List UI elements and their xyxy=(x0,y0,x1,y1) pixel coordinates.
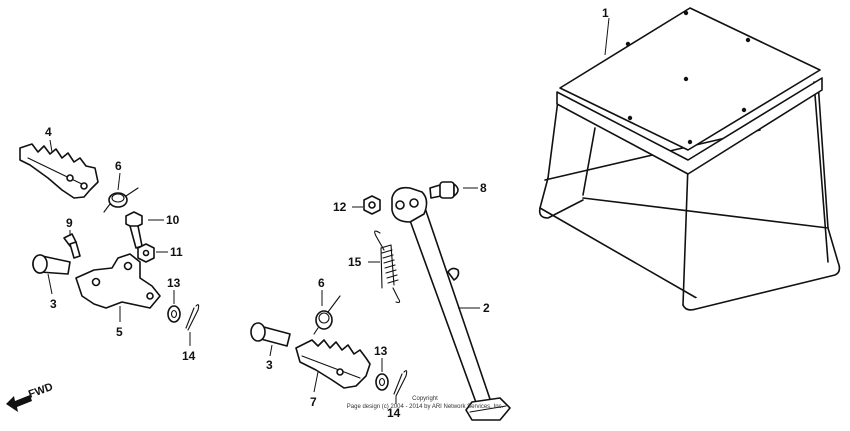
part-nut xyxy=(363,195,381,215)
forward-arrow-icon xyxy=(6,395,32,412)
callout-11: 11 xyxy=(170,245,183,259)
part-side-stand xyxy=(391,186,511,421)
callout-6a: 6 xyxy=(115,159,122,173)
callout-2: 2 xyxy=(483,301,490,315)
part-spring xyxy=(374,230,401,304)
part-pin-lower xyxy=(250,322,291,347)
part-footpeg-lower xyxy=(295,339,371,389)
callout-14a: 14 xyxy=(182,349,196,363)
part-washer-lower xyxy=(375,373,389,391)
callout-6b: 6 xyxy=(318,276,325,290)
part-bolt-10 xyxy=(125,211,143,249)
callout-12: 12 xyxy=(333,200,347,214)
part-pin-upper xyxy=(32,254,71,275)
callout-9: 9 xyxy=(66,216,73,230)
callout-5: 5 xyxy=(116,325,123,339)
copyright-line-2: Page design (c) 2004 - 2014 by ARI Netwo… xyxy=(347,404,504,410)
part-bolt-9 xyxy=(63,233,81,259)
callout-3a: 3 xyxy=(50,297,57,311)
callout-10: 10 xyxy=(166,213,180,227)
copyright-line-1: Copyright xyxy=(412,396,438,402)
callout-7: 7 xyxy=(310,395,317,409)
callout-15: 15 xyxy=(348,255,362,269)
callout-13b: 13 xyxy=(374,344,388,358)
part-cotter-pin-upper xyxy=(185,304,200,331)
part-torsion-spring-lower xyxy=(313,295,341,335)
callout-3b: 3 xyxy=(266,358,273,372)
part-torsion-spring-upper xyxy=(103,187,139,213)
part-pivot-bolt xyxy=(429,181,459,199)
callout-13a: 13 xyxy=(167,276,181,290)
part-nut-11 xyxy=(137,243,155,263)
part-footpeg-upper xyxy=(19,143,99,199)
callout-1: 1 xyxy=(602,6,609,20)
callout-14b: 14 xyxy=(387,406,401,420)
part-cotter-pin-lower xyxy=(393,370,408,397)
callout-4: 4 xyxy=(45,125,52,139)
part-bracket xyxy=(75,253,161,309)
callout-8: 8 xyxy=(480,181,487,195)
fwd-label: FWD xyxy=(27,381,55,401)
part-stand xyxy=(538,7,841,311)
part-washer-upper xyxy=(167,305,181,323)
